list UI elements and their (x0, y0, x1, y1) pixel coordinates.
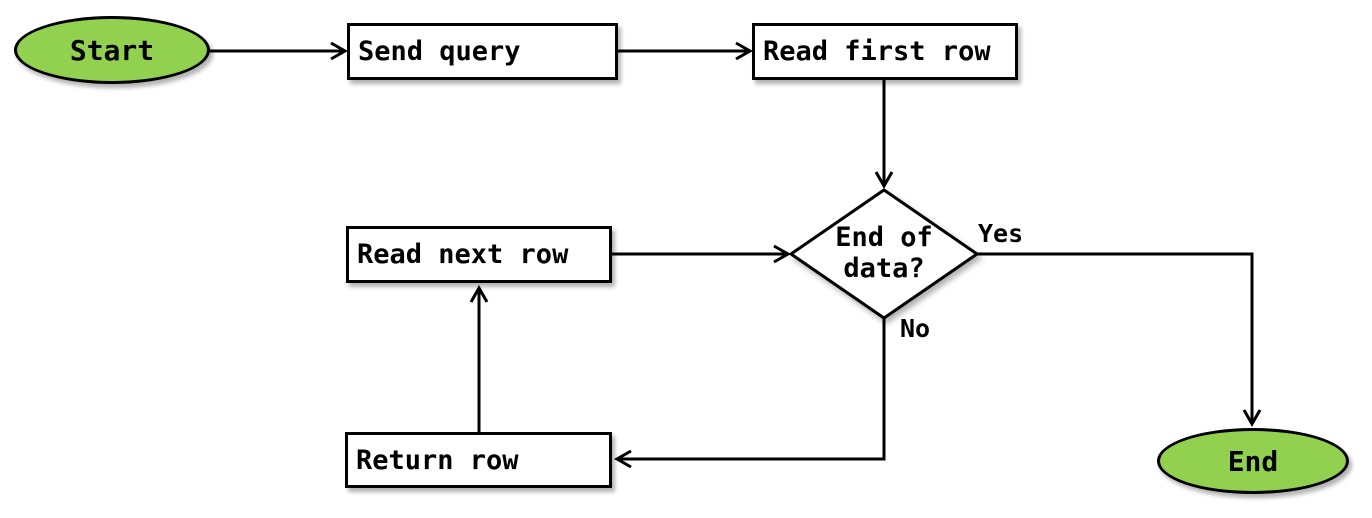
node-send-query: Send query (347, 23, 618, 80)
edge-decision-yes-to-end (977, 252, 1262, 428)
decision-label-line2: data? (843, 253, 925, 284)
node-end-of-data-label: End of data? (774, 222, 994, 284)
node-start: Start (14, 16, 210, 84)
node-return-row: Return row (345, 432, 612, 488)
node-read-next-row-label: Read next row (357, 239, 569, 270)
node-send-query-label: Send query (358, 36, 521, 67)
edge-label-no: No (900, 314, 931, 343)
node-read-first-row-label: Read first row (763, 36, 991, 67)
decision-label-line1: End of (835, 222, 933, 253)
node-end: End (1157, 428, 1349, 494)
node-start-label: Start (69, 33, 155, 67)
node-return-row-label: Return row (356, 444, 519, 476)
node-read-next-row: Read next row (346, 226, 612, 283)
node-end-label: End (1227, 444, 1279, 478)
edge-label-yes: Yes (978, 219, 1024, 248)
node-read-first-row: Read first row (752, 23, 1018, 80)
edge-decision-no-to-return-row (613, 318, 886, 469)
decision-diamond-shape (788, 188, 980, 320)
